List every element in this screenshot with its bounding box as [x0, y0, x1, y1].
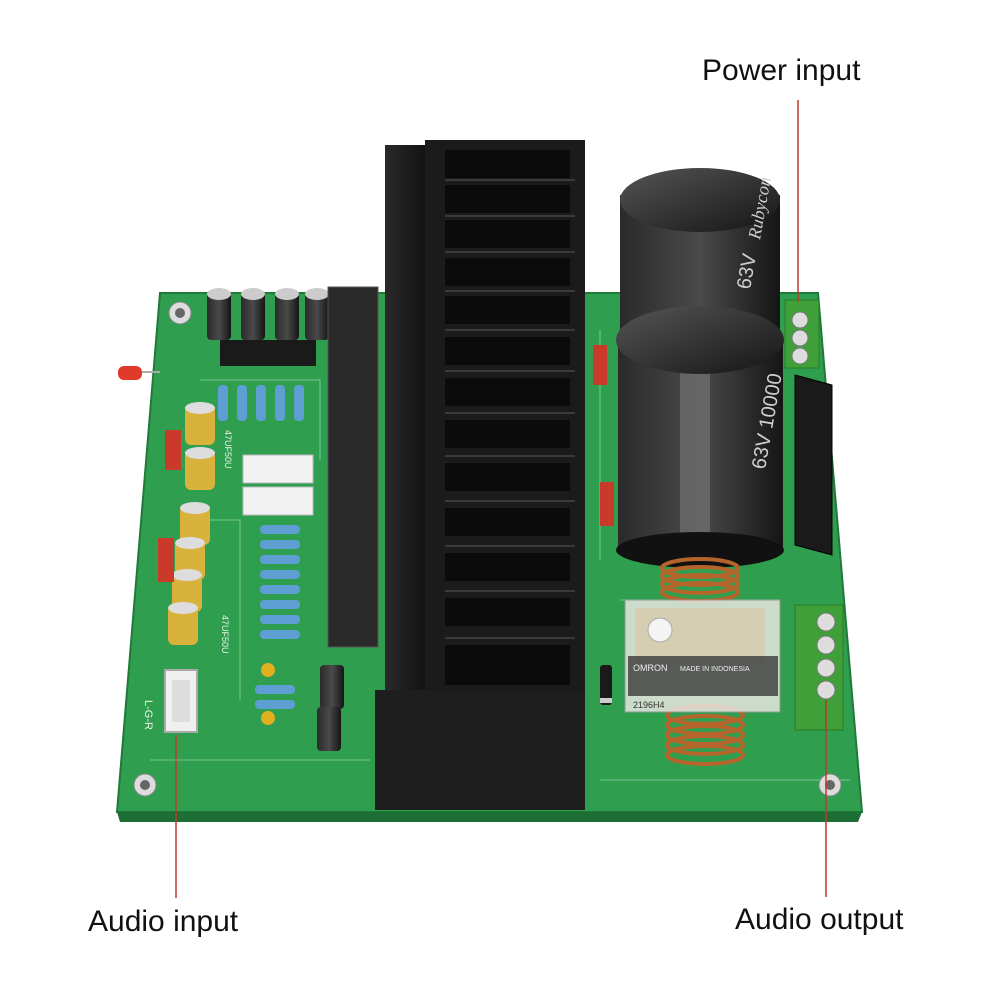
relay-brand: OMRON [633, 663, 668, 673]
relay-model: 2196H4 [633, 700, 665, 710]
relay-origin: MADE IN INDONESIA [680, 666, 750, 673]
diode [600, 665, 612, 705]
mounting-hole [133, 773, 157, 797]
mounting-hole [168, 301, 192, 325]
audio-output-terminal [794, 604, 844, 731]
filter-capacitor-front: 63V 10000 [616, 306, 787, 568]
audio-output-label: Audio output [735, 903, 904, 936]
protection-relay: OMRON MADE IN INDONESIA 2196H4 [624, 599, 781, 713]
output-inductor-top [660, 557, 740, 603]
red-led [118, 366, 160, 380]
power-input-terminal [784, 299, 820, 369]
small-electrolytics [317, 665, 344, 751]
cap-label-b: 47UF50U [220, 615, 230, 654]
heatsink [375, 140, 585, 810]
resistor-array-top [218, 385, 304, 421]
cap-label-a: 47UF50U [223, 430, 233, 469]
ceramic-resistors [242, 454, 314, 516]
input-connector-marking: L-G-R [142, 700, 154, 730]
power-input-label: Power input [702, 54, 861, 87]
rectifier-module [794, 374, 833, 556]
mounting-hole [818, 773, 842, 797]
film-capacitors [158, 345, 614, 582]
resistor-ladder [255, 525, 300, 725]
audio-input-connector: L-G-R [142, 669, 198, 733]
yellow-capacitor-column [168, 402, 215, 645]
small-capacitor-row [207, 288, 329, 366]
power-transistor-block [327, 286, 379, 648]
audio-input-label: Audio input [88, 905, 239, 938]
